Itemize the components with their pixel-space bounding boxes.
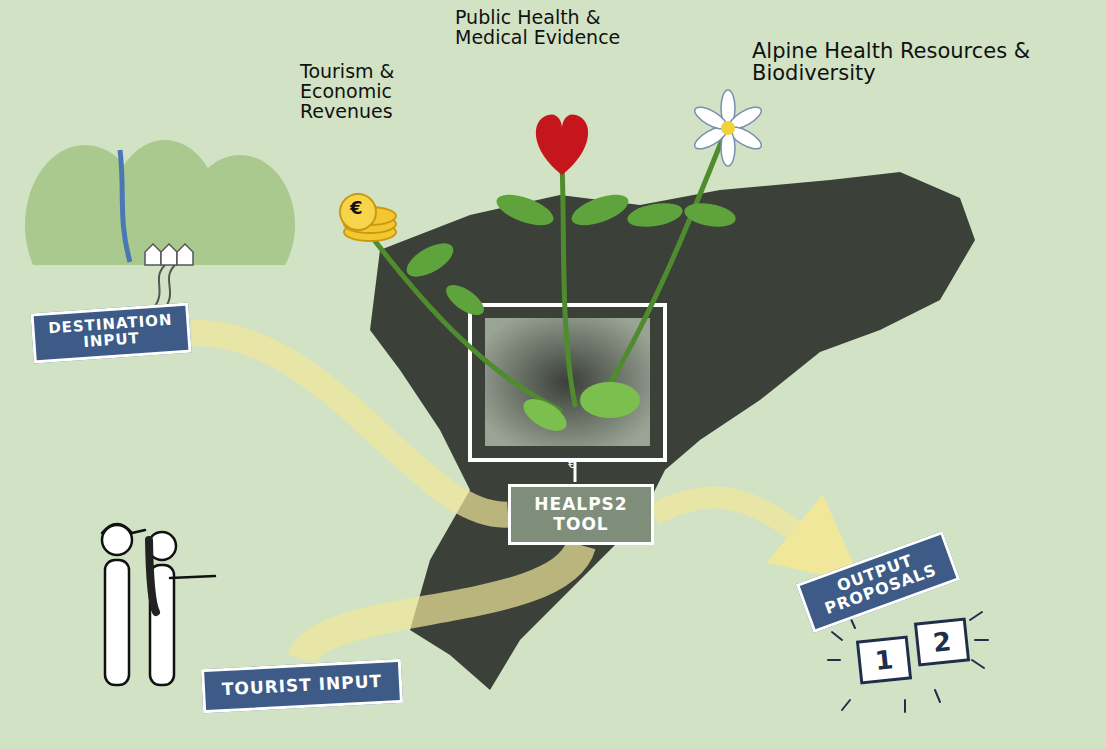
burst-lines — [828, 612, 988, 712]
leaves — [401, 188, 737, 437]
node-text: DESTINATION INPUT — [42, 312, 180, 353]
edelweiss-flower — [692, 90, 765, 166]
flow-band — [654, 498, 829, 557]
input-box: TOURIST INPUT — [201, 659, 403, 713]
flower-label: Alpine Health Resources & Biodiversity — [752, 40, 1052, 84]
tourists — [102, 524, 215, 685]
hills — [20, 140, 310, 312]
proposal-number: 2 — [914, 617, 970, 666]
node-text: HEALPS2 TOOL — [517, 495, 645, 534]
plant-stems — [368, 140, 722, 410]
node-text: 2 — [920, 625, 965, 659]
node-text: TOURIST INPUT — [213, 672, 392, 699]
input-box: DESTINATION INPUT — [30, 303, 191, 363]
tool-box: HEALPS2 TOOL — [508, 484, 654, 545]
coin-stack — [340, 194, 396, 241]
flow-band — [192, 333, 508, 515]
node-text: 1 — [862, 643, 907, 677]
flow-band — [302, 545, 581, 659]
proposal-number: 1 — [856, 635, 912, 684]
flower-label: Public Health & Medical Evidence — [455, 8, 665, 48]
euro-symbol: € — [568, 458, 584, 471]
euro-symbol: € — [350, 199, 370, 218]
flower-label: Tourism & Economic Revenues — [300, 62, 430, 122]
heart — [536, 114, 588, 175]
